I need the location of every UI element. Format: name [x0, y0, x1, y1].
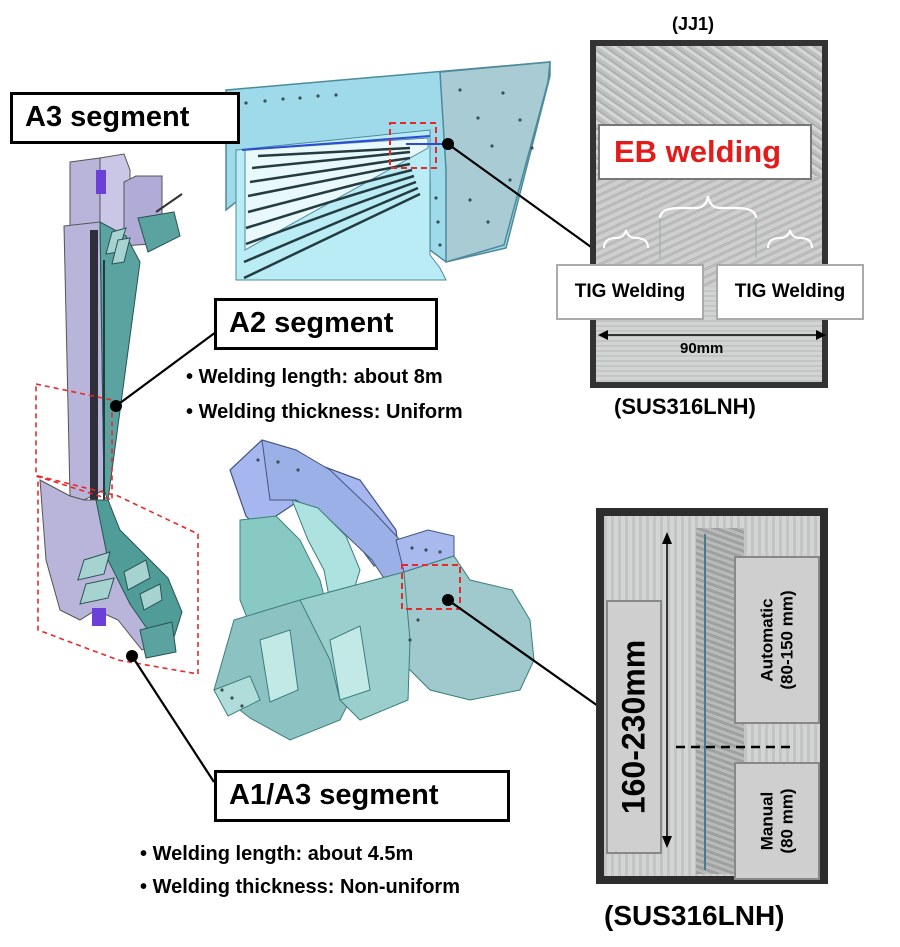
manual-box: Manual (80 mm)	[734, 762, 820, 880]
width-90mm-label: 90mm	[680, 340, 724, 357]
a1a3-bullet-thickness: • Welding thickness: Non-uniform	[140, 876, 460, 898]
eb-welding-box	[598, 124, 812, 180]
eb-weld-photo	[590, 40, 828, 388]
bottom-material-caption: (SUS316LNH)	[604, 900, 785, 931]
manual-label: Manual (80 mm)	[757, 788, 796, 854]
a2-bullet-length: • Welding length: about 8m	[186, 366, 443, 388]
a3-segment-label: A3 segment	[10, 92, 240, 144]
eb-welding-label: EB welding	[614, 134, 782, 169]
top-material-caption: (SUS316LNH)	[614, 394, 756, 419]
width-dimension	[598, 330, 826, 340]
height-label-box: 160-230mm	[606, 600, 662, 854]
a1a3-section-model	[213, 439, 535, 741]
automatic-label: Automatic (80-150 mm)	[757, 590, 796, 690]
jj1-caption: (JJ1)	[672, 14, 715, 34]
a1a3-bullet-length: • Welding length: about 4.5m	[140, 843, 414, 865]
callout-dots	[110, 138, 454, 662]
a2-section-model	[225, 61, 551, 281]
photo-weld-centerline	[704, 534, 706, 870]
tig-welding-left-label: TIG Welding	[556, 264, 704, 320]
callout-lines	[115, 143, 599, 783]
height-dimension	[662, 532, 672, 848]
tig-welding-right-label: TIG Welding	[716, 264, 864, 320]
eb-weld-braces	[603, 195, 813, 258]
manual-auto-divider	[676, 745, 796, 749]
height-160-230mm-text: 160-230mm	[615, 639, 652, 815]
a2-bullet-thickness: • Welding thickness: Uniform	[186, 401, 463, 423]
a1a3-segment-label: A1/A3 segment	[214, 770, 510, 822]
a2-segment-label: A2 segment	[214, 298, 438, 350]
automatic-box: Automatic (80-150 mm)	[734, 556, 820, 724]
toroidal-coil-model	[35, 153, 199, 675]
